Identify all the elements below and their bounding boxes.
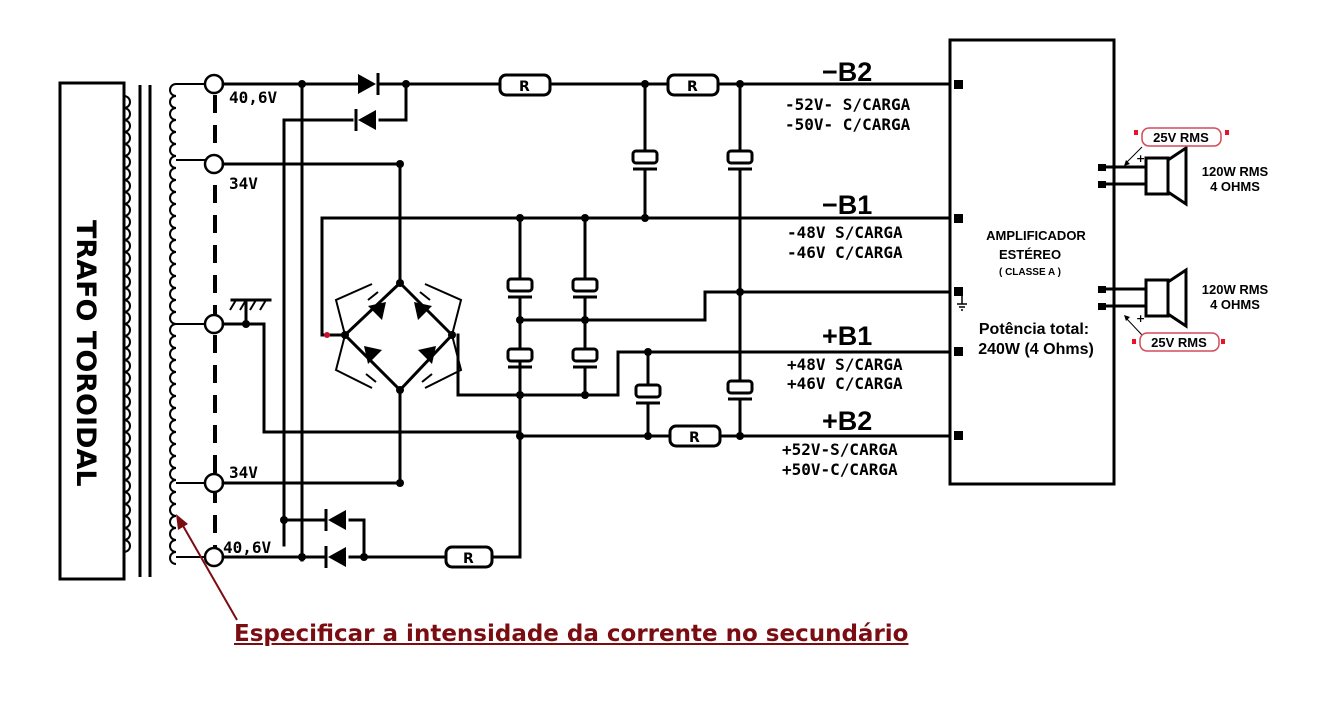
rail-neg-b2-no-load: -52V- S/CARGA (785, 95, 911, 114)
speaker-2-power: 120W RMS (1202, 282, 1269, 297)
red-junction-mark (324, 332, 330, 338)
speaker-1-power: 120W RMS (1202, 164, 1269, 179)
power-total-label: Potência total: (979, 321, 1089, 338)
capacitor-2 (726, 149, 754, 165)
speaker-1-plus: + (1136, 152, 1145, 165)
transformer: TRAFO TOROIDAL (58, 81, 217, 581)
resistor-2 (666, 73, 720, 97)
rail-pos-b1-name: +B1 (822, 321, 872, 351)
resistor-3-label: R (689, 430, 700, 446)
speaker-2-cone (1167, 267, 1188, 329)
rail-pos-b1-load: +46V C/CARGA (787, 374, 903, 393)
power-total-value: 240W (4 Ohms) (978, 341, 1094, 358)
bridge-rectifier (324, 279, 463, 394)
speaker-1-rms-text: 25V RMS (1153, 130, 1209, 145)
terminal-upper (203, 153, 225, 175)
resistor-3 (668, 424, 722, 448)
capacitor-1 (631, 149, 659, 165)
terminal-bottom (203, 546, 225, 568)
transformer-label: TRAFO TOROIDAL (70, 220, 101, 487)
tap-label-bottom: 40,6V (223, 538, 272, 557)
speaker-2-plus: + (1136, 312, 1145, 325)
tap-label-lower: 34V (229, 463, 258, 482)
junction-dots (280, 80, 744, 561)
diodes (324, 73, 380, 568)
speaker-1-cone (1167, 145, 1188, 207)
capacitor-8 (726, 379, 754, 395)
capacitor-plates (508, 167, 752, 405)
rail-neg-b2-name: −B2 (822, 57, 872, 87)
amplifier-subtitle: ESTÉREO (999, 247, 1061, 262)
terminal-center (203, 313, 225, 335)
resistor-1 (498, 73, 552, 97)
diode-top-2 (354, 109, 376, 131)
transformer-core (58, 81, 126, 581)
speaker-1: + 25V RMS 120W RMS 4 OHMS (1098, 127, 1269, 207)
capacitor-5 (506, 347, 534, 363)
resistor-4-label: R (463, 551, 474, 567)
speaker-1-impedance: 4 OHMS (1210, 179, 1260, 194)
diode-bottom-1 (324, 509, 346, 531)
tap-label-top: 40,6V (229, 88, 278, 107)
capacitor-6 (571, 347, 599, 363)
speaker-2-rms-badge (1139, 332, 1220, 352)
rail-neg-b1-no-load: -48V S/CARGA (787, 223, 903, 242)
amplifier-title: AMPLIFICADOR (986, 228, 1086, 243)
annotation-text: Especificar a intensidade da corrente no… (234, 621, 909, 647)
resistors: R R R R (444, 73, 722, 569)
amplifier-class: ( CLASSE A ) (999, 267, 1061, 278)
amplifier-block: AMPLIFICADOR ESTÉREO ( CLASSE A ) Potênc… (948, 38, 1116, 486)
annotation-arrow (176, 514, 238, 621)
resistor-2-label: R (687, 79, 698, 95)
diode-top-1 (358, 73, 380, 95)
rail-pos-b2-no-load: +52V-S/CARGA (782, 440, 898, 459)
amplifier-box (948, 38, 1116, 486)
capacitor-7 (634, 383, 662, 399)
rail-pos-b1-no-load: +48V S/CARGA (787, 355, 903, 374)
rail-neg-b1-load: -46V C/CARGA (787, 243, 903, 262)
rail-pos-b2-load: +50V-C/CARGA (782, 460, 898, 479)
capacitor-3 (506, 277, 534, 293)
tap-terminals: 40,6V 34V 34V 40,6V (203, 73, 278, 568)
speaker-2-impedance: 4 OHMS (1210, 297, 1260, 312)
speaker-1-rms-badge (1141, 127, 1222, 147)
speaker-2: + 25V RMS 120W RMS 4 OHMS (1098, 267, 1269, 352)
secondary-winding (169, 83, 177, 565)
tap-label-upper: 34V (229, 174, 258, 193)
resistor-1-label: R (519, 79, 530, 95)
resistor-4 (444, 545, 494, 569)
capacitors (506, 149, 754, 399)
chassis-ground-symbol (229, 298, 272, 328)
rail-pos-b2-name: +B2 (822, 406, 872, 436)
terminal-top (203, 73, 225, 95)
diode-bottom-2 (324, 546, 346, 568)
speaker-2-magnet (1144, 278, 1170, 318)
rail-neg-b1-name: −B1 (822, 190, 872, 220)
rail-neg-b2-load: -50V- C/CARGA (785, 115, 911, 134)
terminal-lower (203, 472, 225, 494)
speaker-2-rms-text: 25V RMS (1151, 335, 1207, 350)
speaker-1-magnet (1144, 156, 1170, 196)
rail-labels: −B2 -52V- S/CARGA -50V- C/CARGA −B1 -48V… (782, 57, 911, 479)
primary-winding (123, 95, 131, 553)
capacitor-4 (571, 277, 599, 293)
